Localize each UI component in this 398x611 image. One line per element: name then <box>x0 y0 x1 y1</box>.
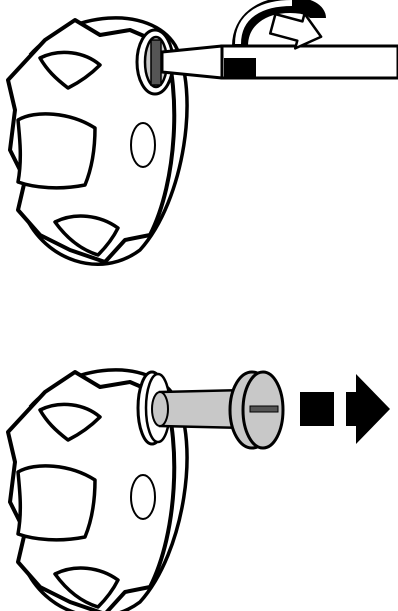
step-2-panel <box>6 367 390 611</box>
screwdriver-icon <box>160 44 398 80</box>
rotate-arrow-icon <box>224 0 326 78</box>
step-1-panel <box>6 0 398 267</box>
pin-icon <box>151 370 285 450</box>
pull-arrow-icon <box>300 374 390 444</box>
